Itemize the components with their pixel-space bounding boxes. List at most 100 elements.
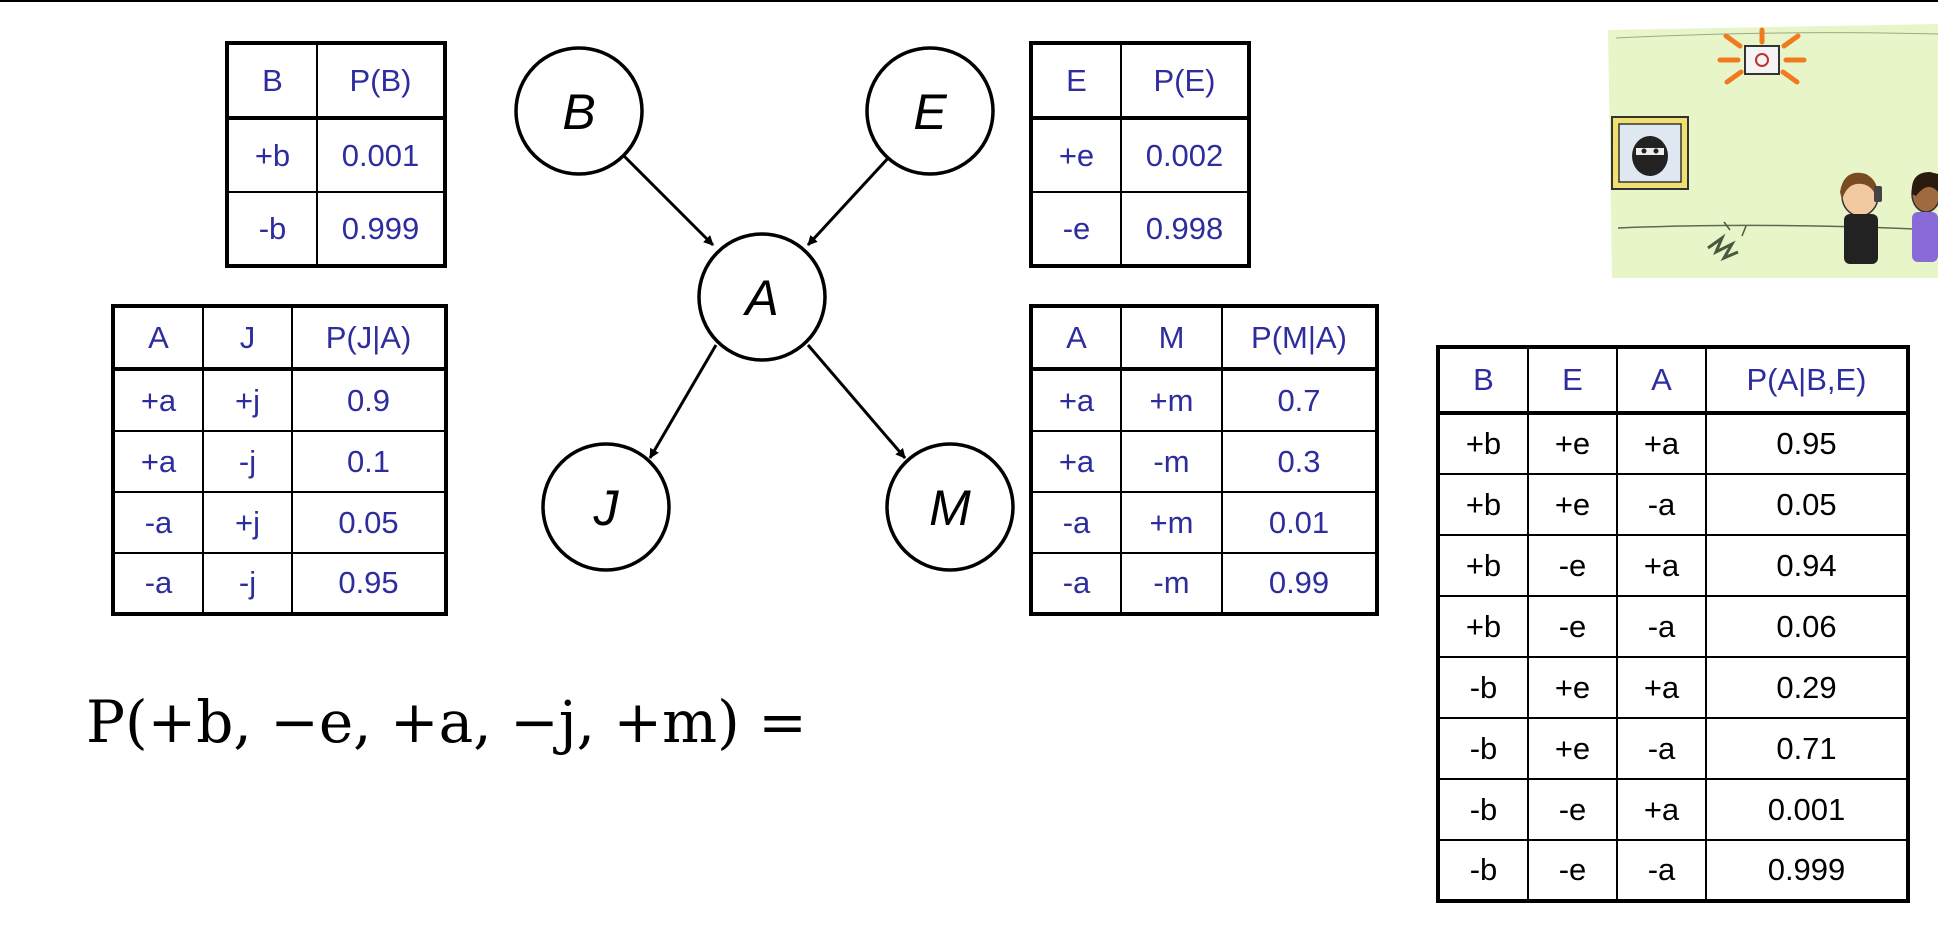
edge-a-m [806,344,907,459]
table-cell: -a [1616,717,1707,780]
table-cell: -e [1527,839,1618,903]
table-header-row: B P(B) [225,41,447,120]
table-cell: +m [1120,368,1223,432]
alarm-icon [1717,27,1807,85]
table-cell: 0.01 [1221,491,1379,554]
edge-a-j [648,344,718,459]
table-cell: +a [1029,368,1122,432]
table-row: +e 0.002 [1029,117,1251,193]
edge-b-a [622,154,715,247]
table-cell: 0.71 [1705,717,1910,780]
table-row: -a +j 0.05 [111,491,448,554]
table-row: -b 0.999 [225,191,447,268]
table-cell: +m [1120,491,1223,554]
table-row: -e 0.998 [1029,191,1251,268]
table-row: +b +e -a 0.05 [1436,473,1910,536]
table-cell: +a [111,368,204,432]
node-m: M [885,442,1015,572]
table-cell: -a [111,552,204,616]
top-rule [0,0,1938,2]
table-cell: -a [1029,491,1122,554]
table-cell: 0.95 [291,552,448,616]
window-burglar-icon [1611,116,1689,190]
table-cell: 0.9 [291,368,448,432]
table-cell: 0.7 [1221,368,1379,432]
table-row: -a +m 0.01 [1029,491,1379,554]
table-cell: 0.998 [1120,191,1251,268]
table-p-a-given-b-e: B E A P(A|B,E) +b +e +a 0.95 +b +e -a 0.… [1436,345,1910,903]
table-cell: +j [202,368,293,432]
node-e-label: E [913,84,947,140]
table-cell: 0.99 [1221,552,1379,616]
table-header-cell: P(B) [316,41,447,120]
table-row: +a -j 0.1 [111,430,448,493]
table-cell: -a [1616,595,1707,658]
table-cell: 0.05 [1705,473,1910,536]
table-header-cell: P(J|A) [291,304,448,371]
table-header-cell: A [111,304,204,371]
table-row: +a -m 0.3 [1029,430,1379,493]
table-cell: 0.1 [291,430,448,493]
table-header-cell: B [1436,345,1529,415]
table-row: +a +j 0.9 [111,368,448,432]
table-cell: -a [1616,839,1707,903]
table-cell: +j [202,491,293,554]
table-cell: 0.29 [1705,656,1910,719]
table-header-cell: P(M|A) [1221,304,1379,371]
table-cell: -b [1436,656,1529,719]
node-a-label: A [742,270,778,326]
table-cell: 0.001 [1705,778,1910,841]
table-cell: 0.05 [291,491,448,554]
table-cell: +a [1616,534,1707,597]
cartoon-ceiling-line [1615,32,1938,39]
table-header-cell: P(E) [1120,41,1251,120]
table-cell: +e [1029,117,1122,193]
table-cell: 0.06 [1705,595,1910,658]
table-row: +b -e +a 0.94 [1436,534,1910,597]
table-row: +a +m 0.7 [1029,368,1379,432]
table-header-cell: A [1029,304,1122,371]
table-header-row: B E A P(A|B,E) [1436,345,1910,415]
table-cell: -j [202,552,293,616]
table-cell: -j [202,430,293,493]
node-j-label: J [593,480,620,536]
table-cell: +e [1527,656,1618,719]
table-cell: +a [1616,656,1707,719]
table-row: +b -e -a 0.06 [1436,595,1910,658]
table-cell: +a [1616,778,1707,841]
table-row: +b +e +a 0.95 [1436,412,1910,475]
table-cell: -b [1436,717,1529,780]
table-cell: -b [1436,778,1529,841]
table-cell: 0.95 [1705,412,1910,475]
table-row: -a -j 0.95 [111,552,448,616]
table-cell: -e [1527,778,1618,841]
table-cell: +e [1527,412,1618,475]
table-header-cell: M [1120,304,1223,371]
table-cell: -m [1120,552,1223,616]
query-formula: P(+b, −e, +a, −j, +m) = [86,688,807,756]
table-row: -b +e -a 0.71 [1436,717,1910,780]
person-phone-left-icon [1840,172,1882,264]
table-header-row: E P(E) [1029,41,1251,120]
table-cell: 0.002 [1120,117,1251,193]
table-cell: 0.999 [316,191,447,268]
table-cell: -m [1120,430,1223,493]
table-header-cell: B [225,41,318,120]
table-header-row: A M P(M|A) [1029,304,1379,371]
table-cell: +b [1436,595,1529,658]
table-cell: +e [1527,717,1618,780]
table-cell: -e [1527,534,1618,597]
edge-e-a [806,154,892,247]
table-cell: -e [1527,595,1618,658]
table-header-cell: J [202,304,293,371]
table-cell: -a [1029,552,1122,616]
crack-icon [1707,221,1747,262]
table-cell: +e [1527,473,1618,536]
table-cell: +b [225,117,318,193]
table-p-j-given-a: A J P(J|A) +a +j 0.9 +a -j 0.1 -a +j 0.0… [111,304,448,616]
table-header-cell: E [1029,41,1122,120]
node-a: A [697,232,827,362]
node-b-label: B [562,84,595,140]
table-header-cell: A [1616,345,1707,415]
